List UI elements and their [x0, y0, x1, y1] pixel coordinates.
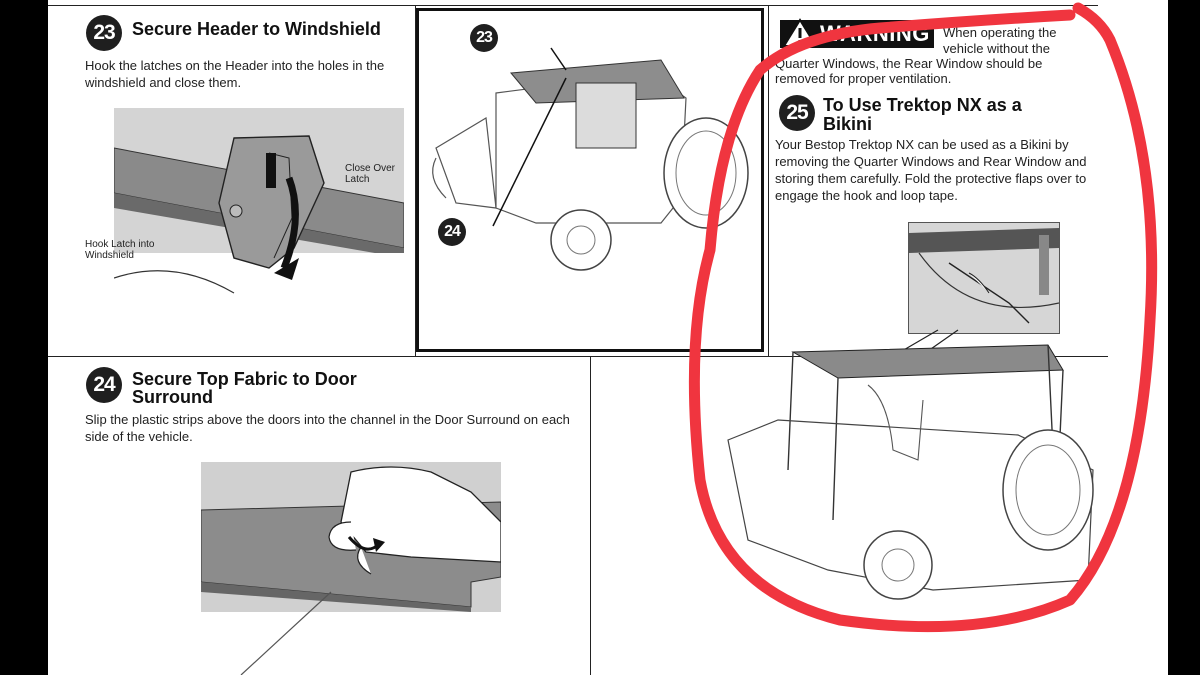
divider-vertical-left: [415, 6, 416, 356]
step-24-text: Slip the plastic strips above the doors …: [85, 412, 570, 444]
latch-illustration: [114, 108, 404, 298]
step-23-text: Hook the latches on the Header into the …: [85, 58, 385, 90]
door-surround-illustration: [201, 462, 501, 675]
callout-close-over-latch: Close Over Latch: [345, 163, 396, 185]
flap-detail-drawing: [909, 228, 1059, 324]
diagram-marker-24: 24: [438, 218, 466, 246]
step-25-badge: 25: [779, 95, 815, 131]
top-rule: [48, 5, 1098, 6]
latch-drawing: [114, 135, 404, 298]
step-25-title-line-2: Bikini: [823, 114, 873, 134]
step-25-title-line-1: To Use Trektop NX as a: [823, 95, 1022, 115]
warning-line-4: removed for proper ventilation.: [775, 71, 952, 86]
warning-triangle-icon: [782, 18, 818, 47]
step-25-text: Your Bestop Trektop NX can be used as a …: [775, 137, 1087, 203]
screen-edge-right: [1168, 0, 1200, 675]
divider-vertical-bottom: [590, 356, 591, 675]
step-23-badge: 23: [86, 15, 122, 51]
screen-edge-left: [0, 0, 48, 675]
door-surround-drawing: [201, 466, 501, 675]
divider-horizontal-mid: [48, 356, 1108, 357]
diagram-marker-23: 23: [470, 24, 498, 52]
step-23-title: Secure Header to Windshield: [132, 19, 381, 39]
step-24-badge: 24: [86, 367, 122, 403]
jeep-bikini-drawing: [727, 344, 1094, 600]
instruction-page: 23 Secure Header to Windshield Hook the …: [48, 0, 1168, 675]
flap-detail-illustration: [908, 222, 1060, 334]
callout-hook-latch: Hook Latch into Windshield: [85, 239, 155, 261]
jeep-diagram-drawing: [432, 47, 749, 271]
step-24-title-line-1: Secure Top Fabric to Door: [132, 369, 357, 389]
step-24-title-line-2: Surround: [132, 387, 213, 407]
warning-line-1: When operating the: [943, 25, 1057, 40]
divider-vertical-right: [768, 6, 769, 356]
